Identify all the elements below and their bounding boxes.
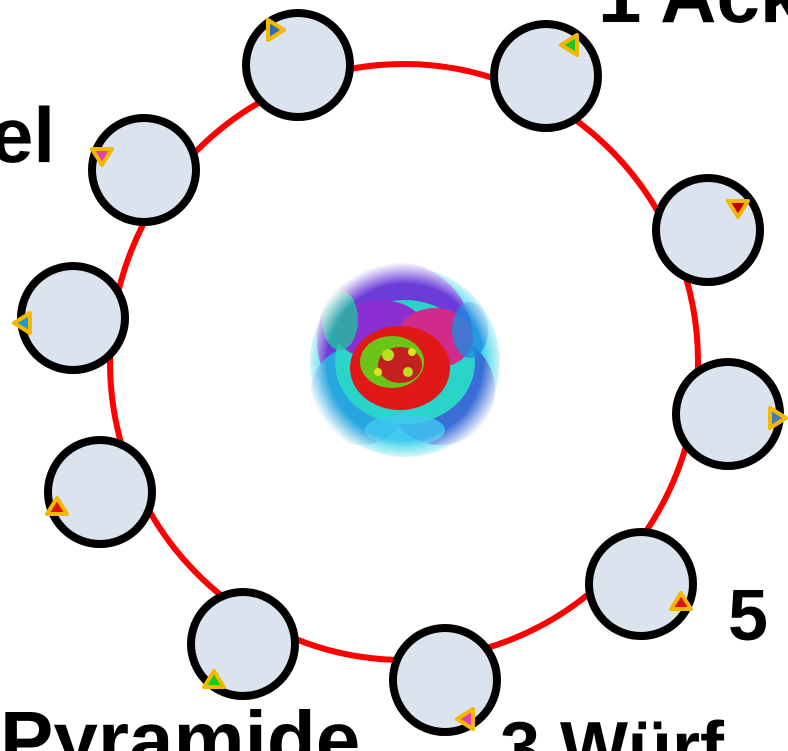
node-left-lower <box>44 436 156 548</box>
node-top-right <box>490 20 602 132</box>
triangle-marker-icon <box>266 18 286 42</box>
node-circle <box>17 262 129 374</box>
triangle-marker-icon <box>559 33 579 57</box>
triangle-marker-icon <box>12 311 32 335</box>
label-top-right: 1 Ack <box>598 0 788 34</box>
node-circle <box>44 436 156 548</box>
label-left: el <box>0 91 56 179</box>
label-right: 5 <box>728 576 769 656</box>
node-right-upper <box>652 174 764 286</box>
triangle-marker-icon <box>45 496 69 516</box>
node-circle <box>242 9 354 121</box>
node-top-left <box>88 114 200 226</box>
node-top <box>242 9 354 121</box>
triangle-marker-icon <box>726 199 750 219</box>
node-right <box>672 358 788 470</box>
triangle-marker-icon <box>455 707 475 731</box>
node-circle <box>389 624 501 736</box>
flower-image <box>310 262 500 457</box>
node-circle <box>187 588 299 700</box>
label-bottom-right: 3 Würf <box>500 708 724 751</box>
node-circle <box>672 358 784 470</box>
label-bottom-left: Pyramide <box>0 695 361 751</box>
node-circle <box>490 20 602 132</box>
node-circle <box>88 114 200 226</box>
node-left <box>12 262 129 374</box>
node-circle <box>585 528 697 640</box>
node-bottom-left <box>187 588 299 700</box>
node-bottom-right <box>585 528 697 640</box>
triangle-marker-icon <box>768 406 788 430</box>
node-bottom <box>389 624 501 736</box>
triangle-marker-icon <box>202 669 226 689</box>
triangle-marker-icon <box>669 591 693 611</box>
triangle-marker-icon <box>90 147 114 167</box>
node-circle <box>652 174 764 286</box>
